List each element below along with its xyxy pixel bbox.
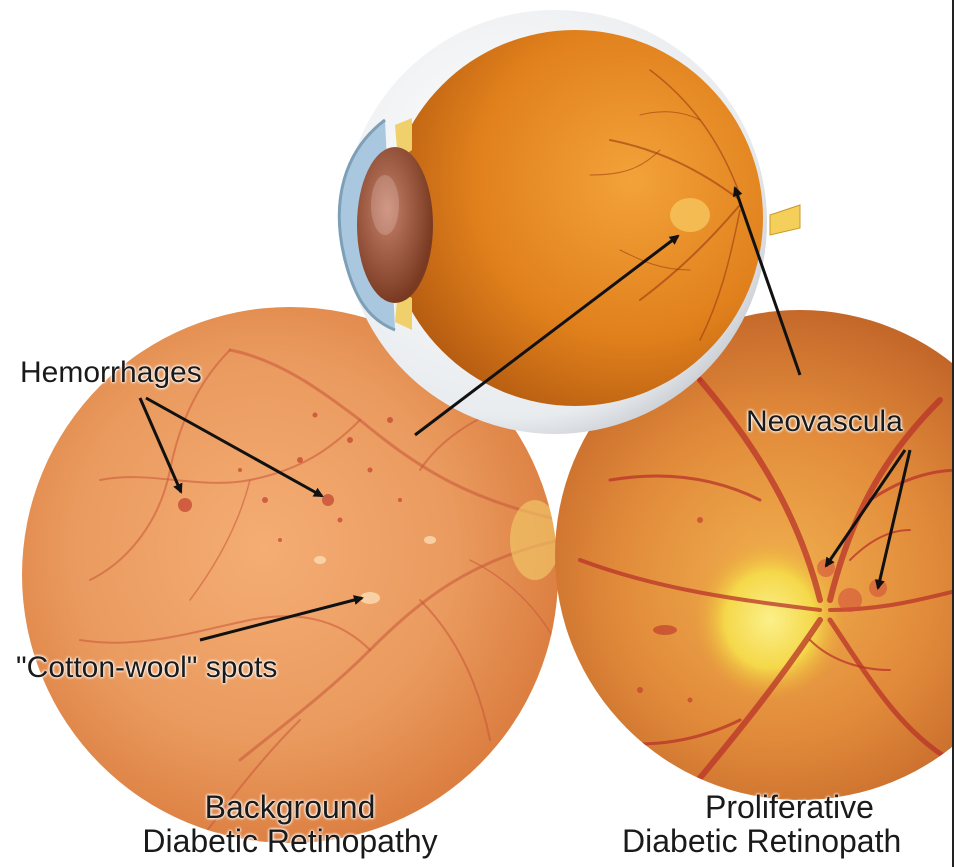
proliferative-caption-line2: Diabetic Retinopath xyxy=(600,824,954,858)
background-caption: Background Diabetic Retinopathy xyxy=(90,790,490,858)
hemorrhages-label: Hemorrhages xyxy=(20,356,202,390)
optic-nerve xyxy=(770,205,800,235)
proliferative-caption: Proliferative Diabetic Retinopath xyxy=(600,790,954,858)
neovascular-label: Neovascula xyxy=(746,405,903,439)
background-caption-line1: Background xyxy=(90,790,490,824)
cotton-wool-label: "Cotton-wool" spots xyxy=(16,651,277,685)
proliferative-caption-line1: Proliferative xyxy=(600,790,954,824)
background-caption-line2: Diabetic Retinopathy xyxy=(90,824,490,858)
background-fundus-optic-disc xyxy=(510,500,560,580)
eye-macula xyxy=(670,198,710,232)
lens-highlight xyxy=(371,175,399,235)
